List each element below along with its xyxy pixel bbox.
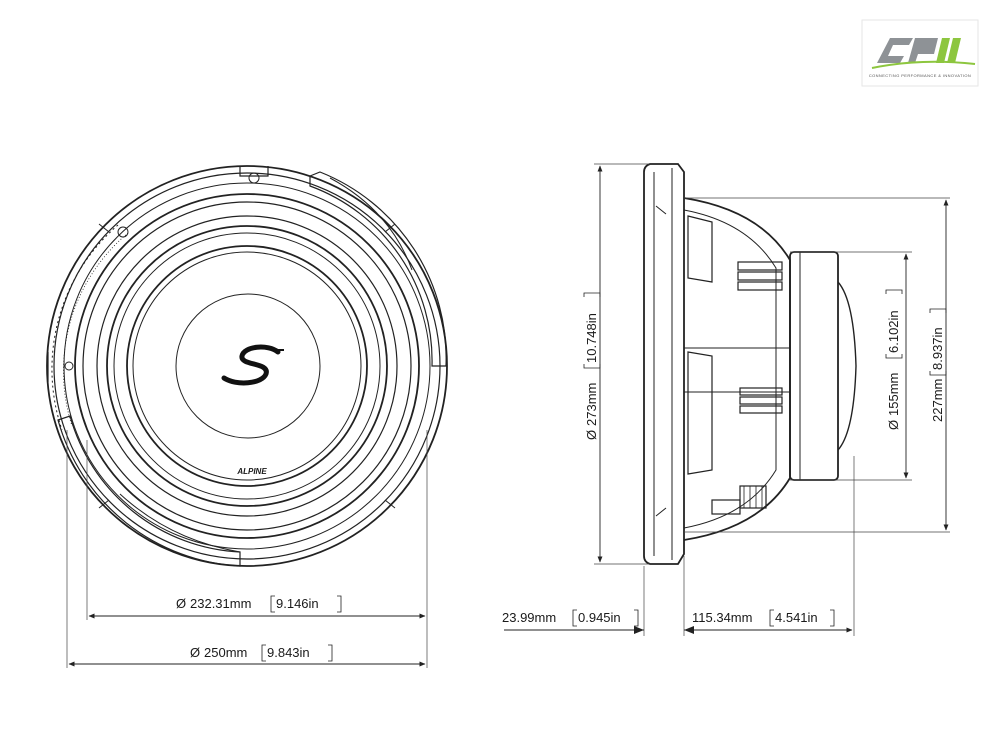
dim-mm: 155mm xyxy=(886,373,901,416)
front-view: ALPINE Ø 232.31mm 9.146in Ø 250mm 9.843i… xyxy=(46,165,448,668)
dimension-23mm: 23.99mm 0.945in xyxy=(502,609,700,634)
dim-mm: 227mm xyxy=(930,379,945,422)
dim-inch: 8.937in xyxy=(930,327,945,370)
dim-inch: 10.748in xyxy=(584,313,599,363)
dimension-115mm: 115.34mm 4.541in xyxy=(685,609,853,633)
side-view: Ø 273mm 10.748in Ø 155mm 6.102in 227mm 8… xyxy=(502,163,950,636)
dimension-250mm: Ø 250mm 9.843in xyxy=(68,644,426,667)
dim-inch: 0.945in xyxy=(578,610,621,625)
dimension-227mm: 227mm 8.937in xyxy=(929,199,949,531)
dimension-232mm: Ø 232.31mm 9.146in xyxy=(88,595,426,619)
dim-symbol: Ø xyxy=(886,420,901,430)
front-extension-lines xyxy=(66,430,428,668)
dim-inch: 9.146in xyxy=(276,596,319,611)
dimension-155mm: Ø 155mm 6.102in xyxy=(885,253,909,479)
alpine-s-logo-icon xyxy=(221,344,281,386)
dim-inch: 4.541in xyxy=(775,610,818,625)
front-basket-outline xyxy=(46,165,448,567)
dim-symbol: Ø xyxy=(176,596,186,611)
logo-tagline: CONNECTING PERFORMANCE & INNOVATION xyxy=(869,73,971,78)
dim-mm: 23.99mm xyxy=(502,610,556,625)
side-extension-lines xyxy=(594,163,950,636)
cone-brand-label: ALPINE xyxy=(236,467,267,476)
dim-mm: 232.31mm xyxy=(190,596,251,611)
dimension-273mm: Ø 273mm 10.748in xyxy=(583,165,603,563)
dust-cap xyxy=(175,293,321,439)
dim-inch: 6.102in xyxy=(886,310,901,353)
logo-mark-icon xyxy=(871,38,976,69)
dim-inch: 9.843in xyxy=(267,645,310,660)
dim-symbol: Ø xyxy=(584,430,599,440)
dim-mm: 115.34mm xyxy=(692,610,752,625)
dim-mm: 273mm xyxy=(584,383,599,426)
side-basket-outline xyxy=(643,163,857,565)
dim-symbol: Ø xyxy=(190,645,200,660)
dim-mm: 250mm xyxy=(204,645,247,660)
brand-logo: CONNECTING PERFORMANCE & INNOVATION xyxy=(861,19,979,87)
